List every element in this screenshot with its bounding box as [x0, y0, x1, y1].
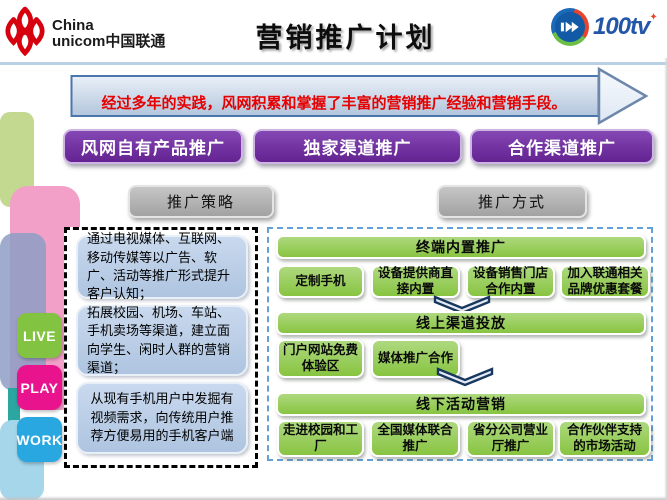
method-section-header-offline: 线下活动营销: [276, 392, 646, 416]
unicom-logo-text: China unicom中国联通: [52, 18, 165, 50]
method-section-header-online: 线上渠道投放: [276, 311, 646, 335]
category-button-own-products: 风网自有产品推广: [63, 129, 243, 164]
page-title: 营销推广计划: [255, 23, 436, 53]
down-chevron-icon: [436, 367, 494, 387]
100tv-play-icon: [551, 8, 589, 46]
side-tab-play: PLAY: [17, 365, 62, 410]
method-section-header-terminal: 终端内置推广: [276, 235, 646, 259]
side-tab-work: WORK: [16, 417, 62, 462]
strategy-label-button: 推广策略: [128, 185, 274, 218]
china-unicom-logo: China unicom中国联通: [0, 6, 165, 61]
banner-text: 经过多年的实践，风网积累和掌握了丰富的营销推广经验和营销手段。: [101, 94, 567, 112]
method-item-campus-factory: 走进校园和工厂: [277, 420, 364, 457]
unicom-logo-line2: unicom中国联通: [52, 32, 166, 50]
100tv-logo: 100tv✦: [551, 8, 658, 46]
deco-purple-shape: [0, 233, 46, 391]
method-label-button: 推广方式: [437, 185, 587, 218]
banner-arrow-shape: [70, 66, 649, 126]
method-item-custom-phone: 定制手机: [277, 265, 364, 298]
method-item-store-builtin: 设备销售门店合作内置: [466, 265, 555, 298]
slide-bottom-shadow: [0, 496, 667, 500]
strategy-item-media-awareness: 通过电视媒体、互联网、移动传媒等以广告、软广、活动等推广形式提升客户认知；: [76, 231, 248, 301]
banner-arrow: 经过多年的实践，风网积累和掌握了丰富的营销推广经验和营销手段。: [70, 66, 650, 126]
play-arrows-icon: [555, 12, 585, 42]
down-chevron-icon: [433, 295, 491, 315]
category-button-partner-channel: 合作渠道推广: [470, 129, 654, 164]
method-item-device-provider: 设备提供商直接内置: [371, 265, 460, 298]
strategy-item-existing-users: 从现有手机用户中发掘有视频需求，向传统用户推荐方便易用的手机客户端: [76, 382, 248, 454]
method-item-national-media: 全国媒体联合推广: [370, 420, 460, 457]
method-item-partner-events: 合作伙伴支持的市场活动: [558, 420, 651, 457]
side-tab-live: LIVE: [17, 313, 62, 358]
header-divider-line: [0, 62, 667, 65]
method-item-branch-hall: 省分公司营业厅推广: [466, 420, 555, 457]
category-button-exclusive-channel: 独家渠道推广: [253, 129, 462, 164]
slide-right-shadow: [664, 58, 667, 500]
method-item-portal-trial: 门户网站免费体验区: [277, 339, 364, 378]
unicom-logo-line1: China: [52, 16, 94, 34]
100tv-logo-text: 100tv✦: [593, 12, 658, 41]
unicom-knot-icon: [0, 6, 50, 61]
100tv-star-icon: ✦: [649, 12, 657, 23]
strategy-item-channel-expansion: 拓展校园、机场、车站、手机卖场等渠道，建立面向学生、闲时人群的营销渠道；: [76, 305, 248, 376]
method-item-unicom-package: 加入联通相关品牌优惠套餐: [560, 265, 650, 298]
